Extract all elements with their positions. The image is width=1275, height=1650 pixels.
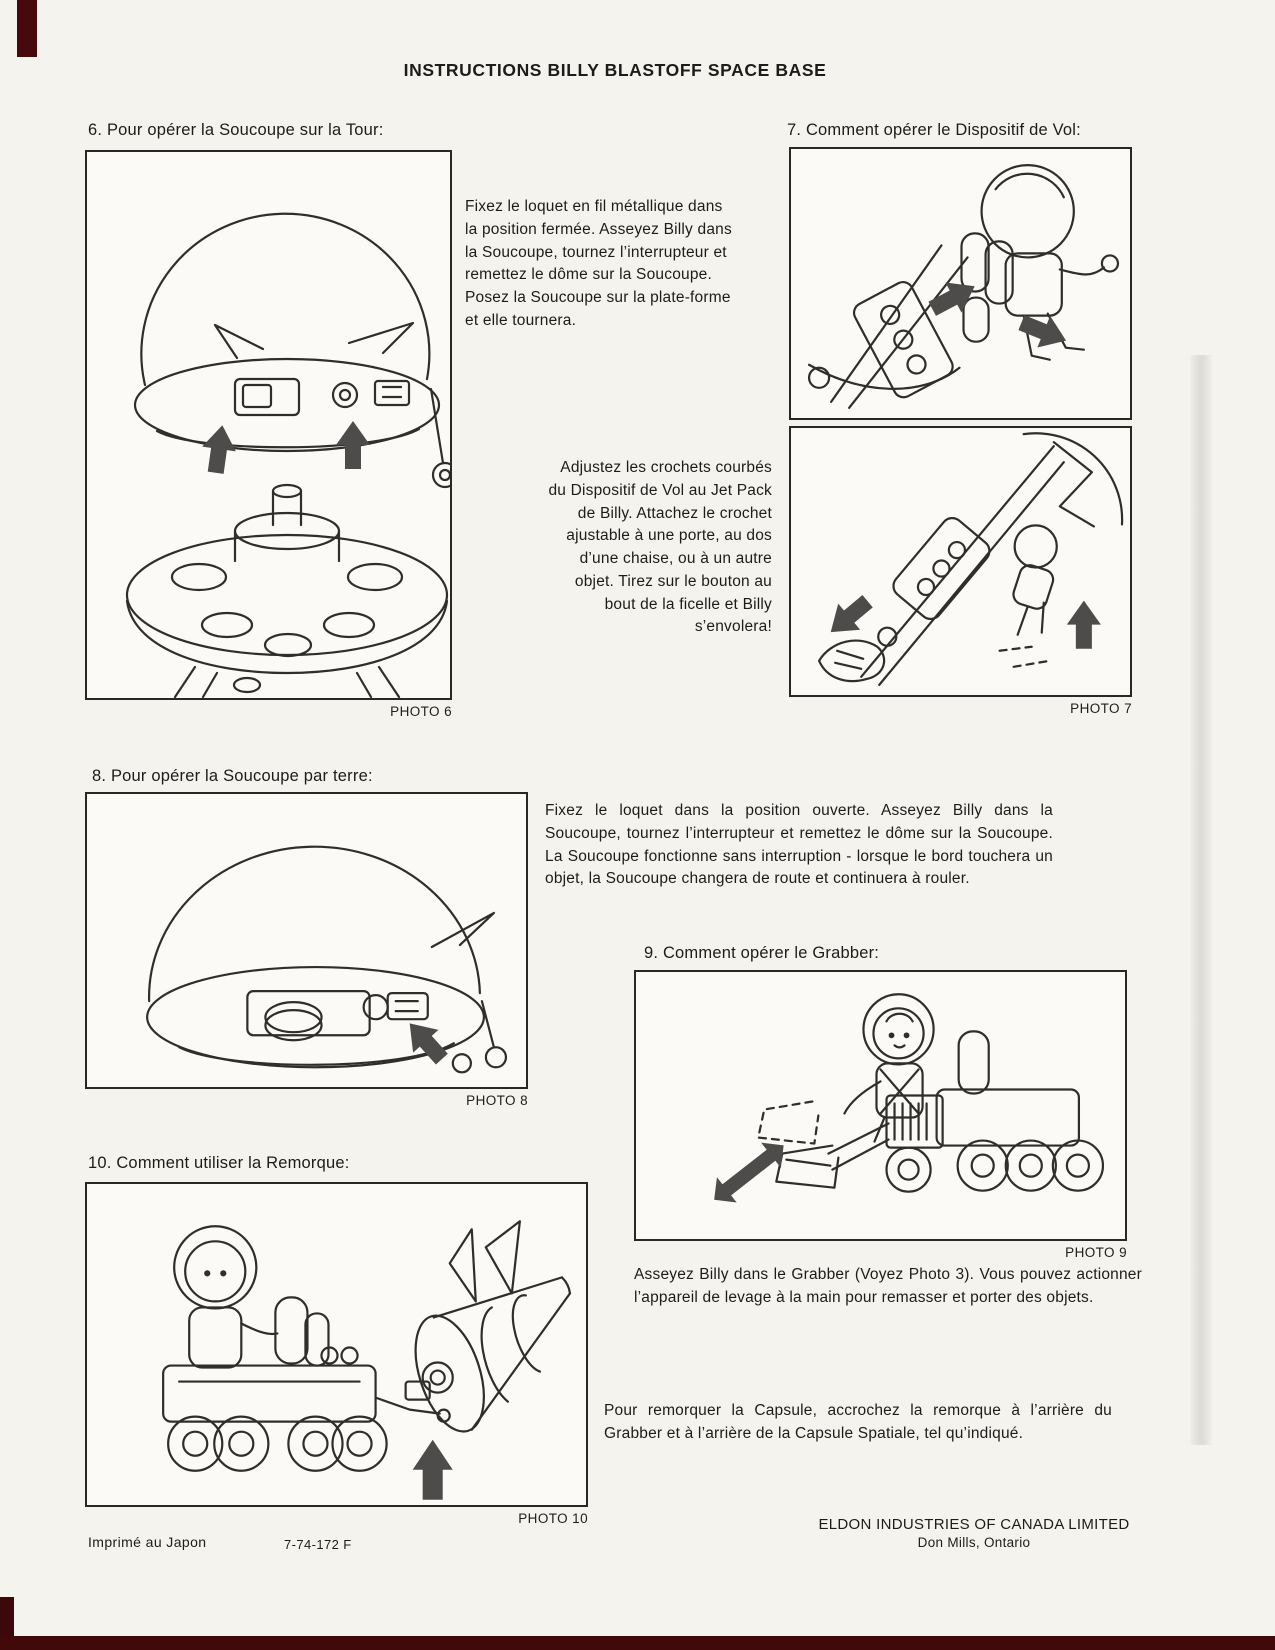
photo-7-bottom-frame	[789, 426, 1132, 697]
scan-artifact-top-left	[17, 0, 37, 57]
pointer-arrows	[830, 595, 1101, 649]
saucer-tower-illustration	[125, 212, 450, 698]
saucer-line-art	[125, 212, 450, 698]
photo-7-top-frame	[789, 147, 1132, 420]
section-10-heading: 10. Comment utiliser la Remorque:	[88, 1154, 350, 1172]
hookup-line-art	[807, 164, 1120, 409]
print-code: 7-74-172 F	[284, 1537, 352, 1552]
saucer-ground-line-art	[146, 845, 508, 1074]
saucer-ground-illustration	[146, 845, 508, 1074]
pointer-arrows	[409, 1023, 448, 1065]
section-8-body: Fixez le loquet dans la position ouverte…	[545, 802, 1053, 888]
printed-in-note: Imprimé au Japon	[88, 1534, 207, 1550]
flight-device-launch-illustration	[817, 432, 1124, 686]
page-title: INSTRUCTIONS BILLY BLASTOFF SPACE BASE	[403, 60, 827, 80]
towing-line-art	[162, 1220, 572, 1472]
section-6-heading: 6. Pour opérer la Soucoupe sur la Tour:	[88, 121, 384, 139]
launch-line-art	[817, 432, 1124, 686]
company-block: ELDON INDUSTRIES OF CANADA LIMITED Don M…	[806, 1516, 1142, 1550]
photo-9-label: PHOTO 9	[1065, 1245, 1127, 1260]
section-10-body: Pour remorquer la Capsule, accrochez la …	[604, 1402, 1112, 1442]
scan-artifact-page-fold	[1190, 355, 1212, 1445]
photo-8-label: PHOTO 8	[466, 1093, 528, 1108]
photo-10-label: PHOTO 10	[518, 1511, 588, 1526]
section-6-body: Fixez le loquet en fil métallique dans l…	[465, 198, 732, 329]
photo-9-frame	[634, 970, 1127, 1241]
flight-device-hookup-illustration	[807, 164, 1120, 409]
photo-8-frame	[85, 792, 528, 1089]
company-name: ELDON INDUSTRIES OF CANADA LIMITED	[818, 1516, 1130, 1533]
pointer-arrows	[714, 1142, 784, 1203]
section-8-heading: 8. Pour opérer la Soucoupe par terre:	[92, 767, 373, 785]
section-9-heading: 9. Comment opérer le Grabber:	[644, 944, 880, 962]
pointer-arrows	[412, 1439, 453, 1500]
section-7-heading: 7. Comment opérer le Dispositif de Vol:	[787, 121, 1081, 139]
photo-6-frame	[85, 150, 452, 700]
photo-10-frame	[85, 1182, 588, 1507]
pointer-arrows	[202, 421, 370, 474]
rover-towing-capsule-illustration	[162, 1220, 572, 1500]
section-9-body: Asseyez Billy dans le Grabber (Voyez Pho…	[634, 1266, 1142, 1306]
scan-artifact-bottom-strip	[0, 1636, 1275, 1650]
photo-6-label: PHOTO 6	[390, 704, 452, 719]
pointer-arrows	[928, 282, 1067, 348]
section-7-body: Adjustez les crochets courbés du Disposi…	[548, 459, 772, 636]
photo-7-label: PHOTO 7	[1070, 701, 1132, 716]
grabber-line-art	[757, 993, 1105, 1193]
company-city: Don Mills, Ontario	[917, 1535, 1031, 1550]
grabber-rover-illustration	[714, 993, 1105, 1203]
